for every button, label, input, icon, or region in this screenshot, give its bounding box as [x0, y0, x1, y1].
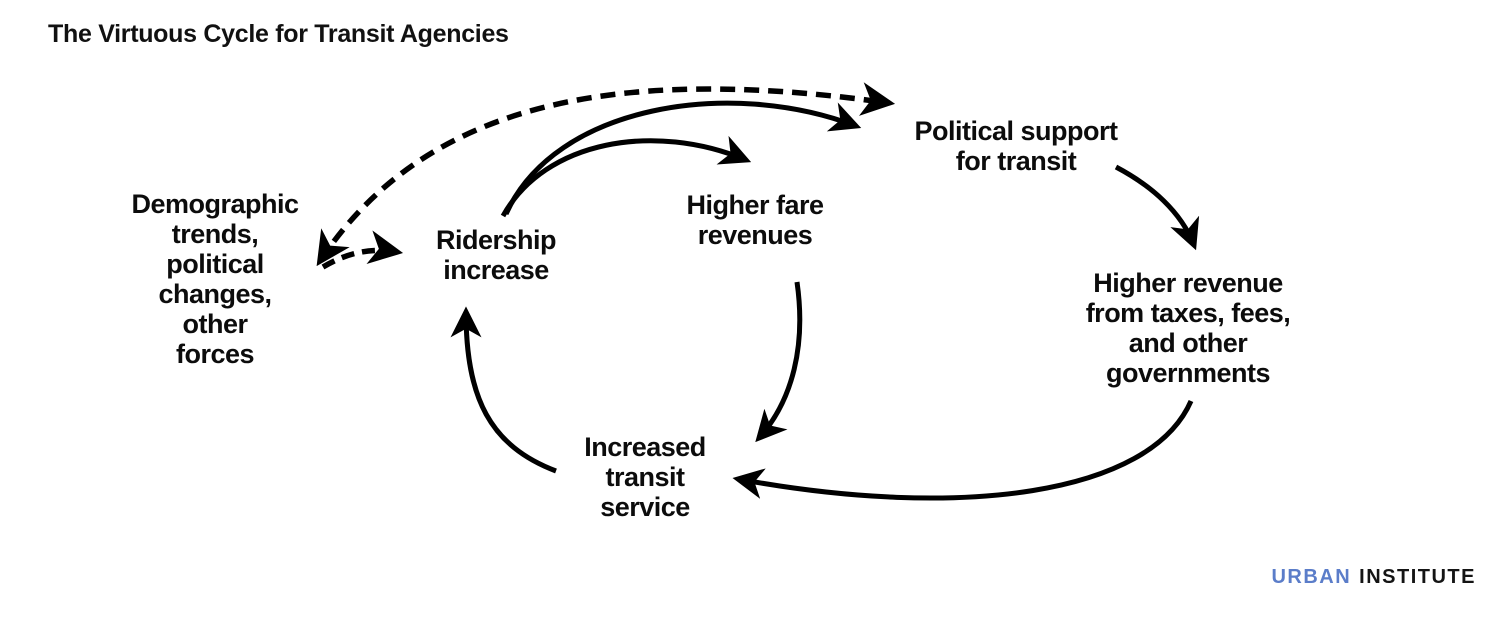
- edge-forces-political-support-dashed-arrow: [316, 82, 896, 267]
- edge-higher-revenue-to-increased-service-arrow: [732, 399, 1194, 501]
- edge-ridership-to-higher-fare-arrow: [500, 135, 752, 218]
- node-higher-fare-revenues: Higher fare revenues: [686, 190, 824, 250]
- node-increased-transit-service: Increased transit service: [584, 432, 706, 522]
- edge-political-support-to-higher-revenue-arrow: [1114, 164, 1200, 251]
- node-external-forces: Demographic trends, political changes, o…: [131, 189, 299, 369]
- logo-institute-text: INSTITUTE: [1359, 566, 1476, 588]
- edge-ridership-to-political-support-arrow: [503, 100, 862, 216]
- node-political-support: Political support for transit: [914, 116, 1118, 176]
- urban-institute-logo: URBAN INSTITUTE: [1271, 566, 1476, 589]
- edge-increased-service-to-ridership-arrow: [450, 306, 557, 474]
- node-ridership-increase: Ridership increase: [435, 225, 557, 285]
- edge-forces-to-ridership-dashed-arrow: [321, 230, 404, 270]
- edge-higher-fare-to-increased-service-arrow: [755, 281, 803, 443]
- page-title: The Virtuous Cycle for Transit Agencies: [48, 20, 509, 48]
- logo-urban-text: URBAN: [1271, 566, 1352, 588]
- node-higher-revenue: Higher revenue from taxes, fees, and oth…: [1085, 268, 1291, 388]
